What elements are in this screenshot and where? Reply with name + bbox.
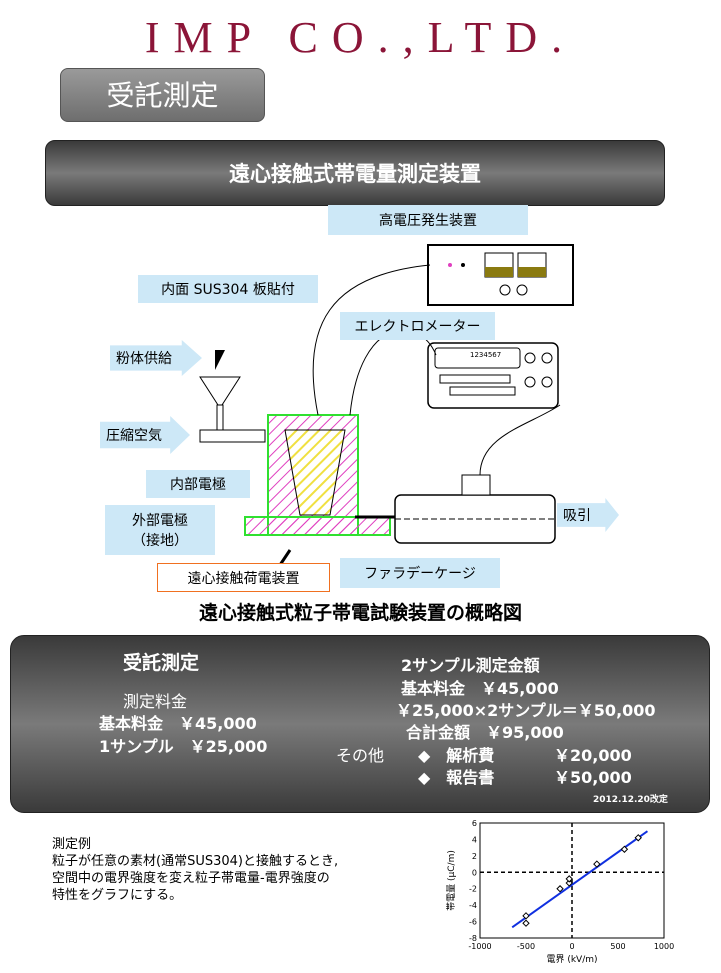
other-analysis-price: ￥20,000 [554, 746, 632, 765]
section-badge: 受託測定 [60, 68, 265, 122]
data-point [565, 875, 573, 883]
y-tick-label: -4 [469, 901, 477, 910]
arrow-compressed-air: 圧縮空気 [100, 416, 190, 454]
example-line: 空間中の電界強度を変え粒子帯電量-電界強度の [52, 871, 330, 886]
y-tick-label: 2 [472, 852, 477, 861]
y-tick-label: 4 [472, 835, 477, 844]
x-tick-label: 500 [610, 942, 625, 951]
data-point [634, 834, 642, 842]
revision-date: 2012.12.20改定 [593, 795, 668, 805]
y-tick-label: 0 [472, 868, 477, 877]
label-faraday-cage: ファラデーケージ [340, 558, 500, 588]
data-point [522, 912, 530, 920]
example-line: 測定例 [52, 837, 92, 852]
two-sample-calc: ￥25,000×2サンプル＝￥50,000 [396, 701, 656, 720]
diagram-caption: 遠心接触式粒子帯電試験装置の概略図 [198, 602, 522, 624]
other-label: その他 [336, 746, 385, 765]
faraday-cage-icon [355, 474, 556, 544]
svg-text:1234567: 1234567 [470, 351, 501, 359]
outer-electrode-text: 外部電極 [132, 513, 188, 529]
outer-electrode-sub: （接地） [132, 533, 188, 549]
y-tick-label: -6 [469, 918, 477, 927]
company-name: IMP CO.,LTD. [144, 13, 577, 62]
data-point [556, 885, 564, 893]
label-outer-electrode: 外部電極 （接地） [105, 505, 215, 555]
y-tick-label: 6 [472, 819, 477, 828]
hv-generator-icon [427, 244, 574, 306]
pricing-banner: 受託測定 測定料金 基本料金 ￥45,000 1サンプル ￥25,000 2サン… [10, 635, 710, 813]
two-basic-fee: 基本料金 ￥45,000 [401, 679, 559, 698]
apparatus-diagram: 1234567 [199, 244, 574, 566]
electrometer-icon: 1234567 [427, 342, 559, 409]
y-tick-label: -2 [469, 885, 477, 894]
x-tick-label: 0 [569, 942, 574, 951]
label-hv-generator: 高電圧発生装置 [328, 205, 528, 235]
example-line: 粒子が任意の素材(通常SUS304)と接触するとき, [52, 854, 339, 869]
arrow-powder-supply: 粉体供給 [110, 340, 202, 376]
label-electrometer: エレクトロメーター [340, 312, 495, 340]
y-axis-label: 帯電量 (μC/m) [445, 850, 457, 911]
fit-line [511, 830, 649, 929]
example-line: 特性をグラフにする。 [52, 888, 183, 903]
total-fee: 合計金額 ￥95,000 [406, 723, 564, 742]
x-tick-label: 1000 [654, 942, 674, 951]
label-inner-electrode: 内部電極 [146, 470, 250, 498]
other-report: ◆ 報告書 [418, 768, 495, 787]
other-report-price: ￥50,000 [554, 768, 632, 787]
data-point [565, 879, 573, 887]
label-charger: 遠心接触荷電装置 [157, 563, 330, 592]
y-tick-label: -8 [469, 934, 477, 943]
pricing-title: 受託測定 [123, 652, 200, 674]
data-point [522, 919, 530, 927]
other-analysis: ◆ 解析費 [418, 746, 495, 765]
banner-title: 遠心接触式帯電量測定装置 [229, 162, 481, 186]
x-tick-label: -500 [517, 942, 535, 951]
data-point [620, 845, 629, 853]
x-axis-label: 電界 (kV/m) [546, 954, 597, 965]
per-sample-fee: 1サンプル ￥25,000 [99, 737, 268, 756]
charger-device-icon [199, 350, 391, 536]
two-sample-heading: 2サンプル測定金額 [401, 656, 540, 675]
fee-heading: 測定料金 [123, 692, 188, 711]
basic-fee: 基本料金 ￥45,000 [99, 714, 257, 733]
title-banner: 遠心接触式帯電量測定装置 [45, 140, 665, 206]
charge-field-chart: -1000 -500 0 500 1000 -8 -6 -4 -2 0 2 4 6 電界 (kV/m) 帯電… [445, 819, 674, 965]
data-point [593, 860, 601, 868]
arrow-suction: 吸引 [557, 498, 619, 532]
label-inner-plate: 内面 SUS304 板貼付 [138, 275, 318, 303]
example-text: 測定例 粒子が任意の素材(通常SUS304)と接触するとき, 空間中の電界強度を… [52, 836, 338, 904]
x-tick-label: -1000 [468, 942, 491, 951]
